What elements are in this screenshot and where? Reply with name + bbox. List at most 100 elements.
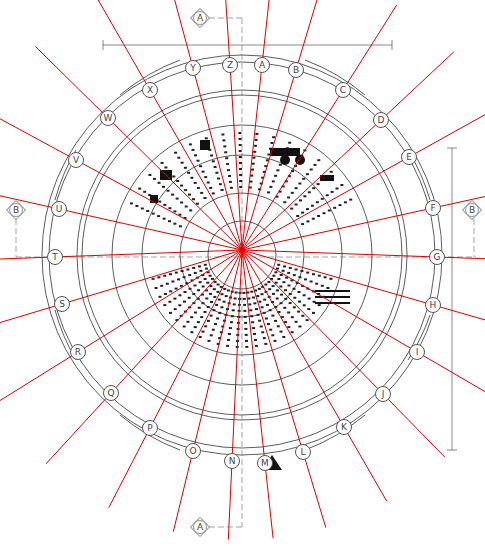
seat <box>252 327 255 329</box>
seat <box>180 185 183 187</box>
grid-line <box>242 0 273 250</box>
seat <box>207 182 210 184</box>
seat <box>298 291 301 293</box>
seat <box>173 223 176 225</box>
seat <box>159 296 162 298</box>
seat <box>316 201 319 203</box>
grid-letter: R <box>75 347 81 357</box>
seat <box>199 281 202 283</box>
seat <box>267 323 270 325</box>
seat <box>298 301 301 303</box>
seat <box>163 218 166 220</box>
seat <box>217 178 220 180</box>
seat <box>197 187 200 189</box>
grid-line <box>46 250 242 464</box>
grid-line <box>0 112 242 250</box>
seat <box>264 284 267 286</box>
seat <box>269 309 272 311</box>
seat <box>289 267 292 269</box>
seat <box>186 269 189 271</box>
grid-line <box>242 250 273 538</box>
grid-bubble: P <box>142 420 158 436</box>
seat <box>178 294 181 296</box>
seat <box>291 331 294 333</box>
seat <box>153 178 156 180</box>
seat <box>299 199 302 201</box>
grid-letter: A <box>197 522 203 532</box>
seat <box>188 194 191 196</box>
seat <box>204 278 207 280</box>
seat <box>340 184 343 186</box>
seat <box>272 293 275 295</box>
seat <box>267 191 270 193</box>
seat <box>304 278 307 280</box>
grid-letter: A <box>197 13 203 23</box>
seat <box>251 321 254 323</box>
seat <box>152 213 155 215</box>
seat <box>293 288 296 290</box>
seat <box>225 295 228 297</box>
grid-letter: U <box>56 204 63 214</box>
seat <box>250 175 253 177</box>
seat <box>248 303 251 305</box>
seat <box>209 275 212 277</box>
seat <box>265 318 268 320</box>
seat <box>194 312 197 314</box>
grid-letter: X <box>147 85 153 95</box>
seat <box>239 162 242 164</box>
seat <box>194 272 197 274</box>
grid-bubble: A <box>254 57 270 73</box>
seat <box>274 340 277 342</box>
seat <box>261 306 264 308</box>
grid-letter: Y <box>190 63 196 73</box>
grid-letter: B <box>13 205 19 215</box>
seat <box>280 331 283 333</box>
seat <box>297 311 300 313</box>
seat <box>194 326 197 328</box>
grid-line <box>242 250 445 457</box>
grid-letter: D <box>378 115 385 125</box>
seat <box>311 205 314 207</box>
grid-line <box>242 188 485 250</box>
seat <box>222 139 225 141</box>
seat <box>284 289 287 291</box>
seat <box>157 276 160 278</box>
seat <box>250 291 253 293</box>
seat <box>239 144 242 146</box>
grid-bubble: N <box>224 453 240 469</box>
seat <box>284 321 287 323</box>
seat <box>264 343 267 345</box>
grid-bubble: E <box>401 149 417 165</box>
seat <box>194 182 197 184</box>
seat <box>298 276 301 278</box>
grid-line <box>0 250 242 403</box>
seat <box>244 322 247 324</box>
seat <box>258 301 261 303</box>
seat <box>210 155 213 157</box>
seat <box>244 316 247 318</box>
seat <box>261 293 264 295</box>
seat <box>303 195 306 197</box>
seat <box>155 287 158 289</box>
seat <box>228 175 231 177</box>
seat <box>283 307 286 309</box>
seat <box>227 290 230 292</box>
seat <box>267 281 270 283</box>
seat <box>213 296 216 298</box>
seat <box>202 171 205 173</box>
grid-line <box>97 0 242 250</box>
seat <box>336 188 339 190</box>
seat <box>254 145 257 147</box>
seat <box>181 162 184 164</box>
seat <box>283 201 286 203</box>
seat <box>169 273 172 275</box>
seat <box>344 201 347 203</box>
seat <box>261 331 264 333</box>
grid-letter: Q <box>107 388 114 398</box>
seat <box>215 172 218 174</box>
seat <box>186 321 189 323</box>
seat <box>141 208 144 210</box>
grid-letter: O <box>189 446 196 456</box>
seat <box>310 281 313 283</box>
